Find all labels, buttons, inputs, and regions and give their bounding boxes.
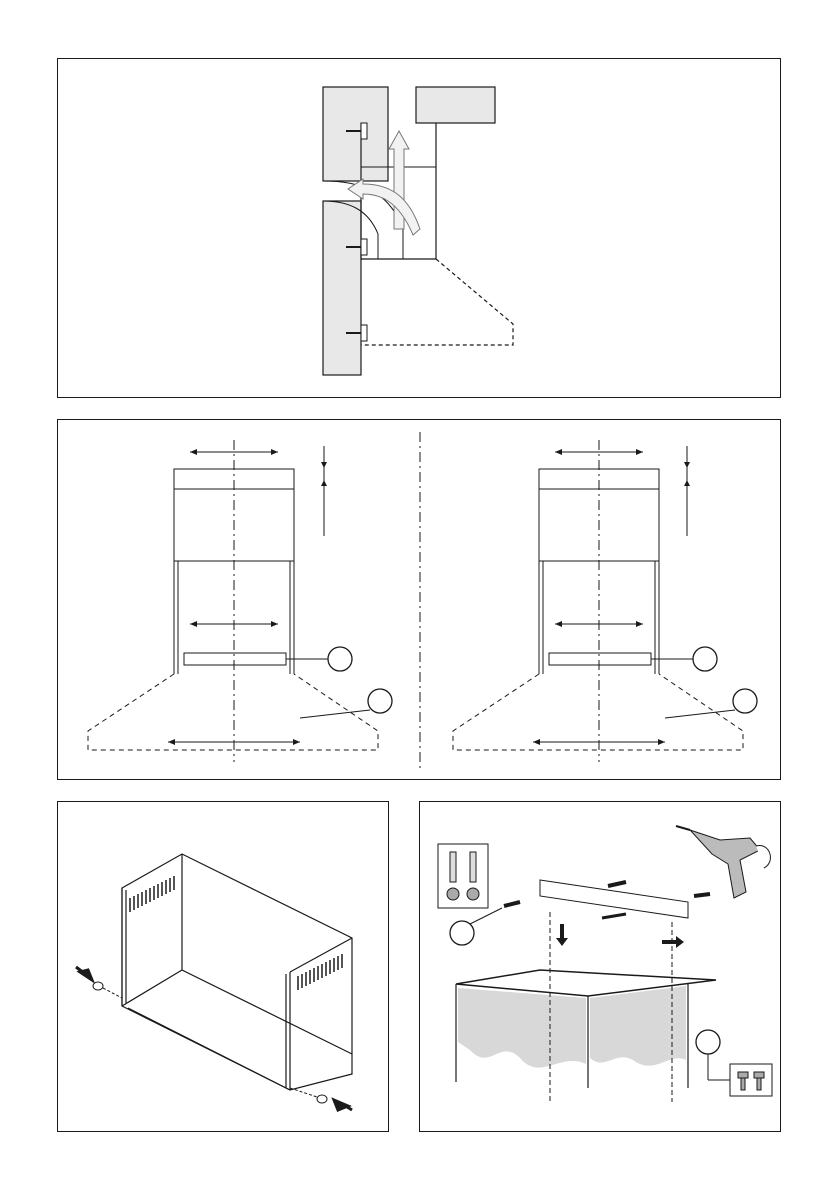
hood-outline — [453, 674, 743, 750]
callout-a — [693, 647, 717, 671]
bracket-drilling-illustration — [420, 802, 782, 1133]
wall-plug-inset — [438, 844, 488, 908]
cabinet-bottom-panel — [57, 801, 389, 1132]
callout-plugs — [450, 921, 474, 945]
cabinet-left-face — [458, 988, 586, 1068]
mounting-dimensions — [58, 420, 782, 781]
push-arrow-icon — [334, 1100, 352, 1110]
callout-b — [368, 689, 392, 713]
callout-a — [328, 647, 352, 671]
hood-outline — [88, 674, 378, 750]
push-arrow-icon — [76, 967, 92, 980]
callout-screws — [696, 1030, 720, 1054]
screw-icon — [93, 982, 122, 998]
lower-wall-block — [323, 201, 361, 375]
right-view — [453, 440, 757, 762]
push-arrow-icon — [556, 924, 568, 946]
screw-icon — [290, 1088, 327, 1103]
hood-outline — [361, 259, 513, 345]
lower-bracket — [184, 653, 286, 665]
ceiling-block — [416, 87, 495, 123]
drill-icon — [676, 826, 770, 898]
lower-bracket — [549, 653, 651, 665]
screw-inset — [730, 1064, 772, 1096]
left-view — [88, 440, 392, 762]
mounting-dimensions-panel — [57, 419, 781, 780]
push-arrow-icon — [662, 936, 684, 948]
vent-slots — [130, 876, 342, 990]
venting-diagram — [58, 59, 782, 399]
callout-b — [733, 689, 757, 713]
screw-icon — [602, 914, 626, 918]
bracket-drilling-panel — [419, 801, 781, 1132]
cabinet-bottom-illustration — [58, 802, 390, 1133]
venting-diagram-panel — [57, 58, 781, 398]
